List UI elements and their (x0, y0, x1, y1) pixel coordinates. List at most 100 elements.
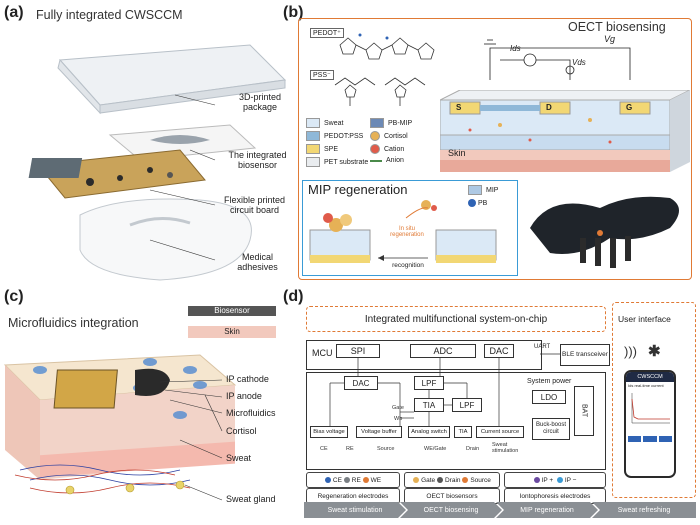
label-sweat-gland: Sweat gland (226, 494, 276, 504)
ui-title: User interface (618, 314, 671, 324)
mip-illustration (309, 200, 497, 263)
we-dot: WE (362, 477, 381, 484)
analog-frame (306, 372, 606, 470)
label-fpcb: Flexible printed circuit board (223, 195, 286, 215)
step-sweat-refreshing: Sweat refreshing (592, 502, 696, 518)
panel-a-tag: (a) (4, 4, 24, 21)
legend-cortisol: Cortisol (370, 131, 408, 141)
ble-block: BLE transceiver (560, 344, 610, 366)
mcu-label: MCU (312, 348, 333, 358)
oect-device (440, 90, 690, 172)
current-source-block: Current source (476, 426, 524, 438)
bat-block: BAT (574, 386, 594, 436)
re-dot: RE (343, 477, 361, 484)
phone-subtitle: Ids real-time current (628, 383, 664, 388)
drain-dot: Drain (436, 477, 461, 484)
phone-btn-3[interactable] (658, 436, 672, 442)
phone-btn-1[interactable] (628, 436, 642, 442)
legend-pbmip: PB-MIP (370, 118, 412, 128)
ce-dot: CE (324, 477, 342, 484)
label-sweat: Sweat (226, 453, 252, 463)
soc-title: Integrated multifunctional system-on-chi… (306, 306, 606, 332)
ip-minus-dot: IP − (556, 477, 576, 484)
regen-electrodes-label: Regeneration electrodes (306, 488, 400, 504)
sig-source: Source (377, 446, 395, 452)
dac-block: DAC (344, 376, 378, 390)
voltage-buffer-block: Voltage buffer (356, 426, 402, 438)
adc-block: ADC (410, 344, 476, 358)
sig-sweat-stim: Sweat stimulation (492, 442, 519, 455)
legend-anion: Anion (370, 157, 404, 164)
mcu-frame (306, 340, 542, 370)
mip-box (302, 180, 518, 276)
label-package: 3D-printed package (238, 92, 282, 112)
panel-c-title: Microfluidics integration (8, 316, 139, 330)
tia-small-block: TIA (454, 426, 472, 438)
pss-label: PSS⁻ (310, 70, 334, 80)
step-oect-biosensing: OECT biosensing (400, 502, 502, 518)
label-biosensor: The integrated biosensor (228, 150, 287, 170)
skin-model (3, 354, 237, 501)
chemical-structure (334, 33, 435, 106)
step-sweat-stimulation: Sweat stimulation (304, 502, 406, 518)
ionto-row: IP + IP − (504, 472, 606, 488)
gate-label: Gate (392, 405, 404, 411)
legend-pet: PET substrate (306, 157, 368, 167)
circuit-diagram (484, 39, 631, 80)
pedot-label: PEDOT⁺ (310, 28, 344, 38)
ip-plus-dot: IP + (533, 477, 553, 484)
panel-b-tag: (b) (283, 4, 304, 21)
ionto-label: Iontophoresis electrodes (504, 488, 606, 504)
layer-biosensor: Biosensor (188, 306, 276, 316)
analog-switch-block: Analog switch (408, 426, 450, 438)
phone-buttons (626, 434, 674, 444)
layer-gap (188, 318, 276, 324)
sig-ce: CE (320, 446, 328, 452)
phone-mockup: CWSCCM Ids real-time current (624, 370, 676, 478)
label-ip-cathode: IP cathode (226, 374, 269, 384)
label-adhesive: Medical adhesives (237, 252, 278, 272)
label-microfluidics: Microfluidics (226, 408, 276, 418)
phone-plot (631, 393, 670, 424)
phone-btn-2[interactable] (643, 436, 657, 442)
wiring (329, 358, 500, 426)
sig-wegate: WE/Gate (424, 446, 447, 452)
panel-c-tag: (c) (4, 288, 24, 305)
dac-top-block: DAC (484, 344, 514, 358)
oect-row: Gate Drain Source (404, 472, 500, 488)
uart-link (540, 353, 560, 355)
oect-label: OECT biosensors (404, 488, 500, 504)
electrode-s: S (456, 103, 462, 112)
uart-label: UART (534, 344, 551, 350)
gate-dot: Gate (413, 477, 435, 484)
vds-label: Vds (572, 58, 586, 67)
legend-sweat: Sweat (306, 118, 343, 128)
recognition-label: recognition (392, 262, 424, 269)
panel-b-title: OECT biosensing (568, 20, 666, 34)
sig-re: RE (346, 446, 354, 452)
lpf2-block: LPF (452, 398, 482, 412)
bias-voltage-block: Bias voltage (310, 426, 348, 438)
spi-block: SPI (336, 344, 380, 358)
layer-skin: Skin (188, 326, 276, 338)
ui-frame (612, 302, 696, 498)
wireless-icon: ))) (624, 344, 637, 359)
wb-label: Wb (394, 416, 403, 422)
vg-label: Vg (604, 34, 616, 44)
legend-spe: SPE (306, 144, 338, 154)
lpf1-block: LPF (414, 376, 444, 390)
system-power-label: System power (527, 378, 572, 385)
legend-mip: MIP (468, 185, 498, 195)
device-exploded-view (28, 44, 287, 281)
sig-drain: Drain (466, 446, 480, 452)
mip-title: MIP regeneration (308, 182, 408, 197)
regen-electrodes-row: CE RE WE (306, 472, 400, 488)
ids-label: Ids (510, 44, 521, 53)
electrode-g: G (626, 103, 633, 112)
label-ip-anode: IP anode (226, 391, 262, 401)
tia-block: TIA (414, 398, 444, 412)
legend-pb: PB (468, 199, 487, 207)
legend-pedotpss: PEDOT:PSS (306, 131, 363, 141)
legend-cation: Cation (370, 144, 404, 154)
skin-label-b: Skin (448, 148, 466, 158)
